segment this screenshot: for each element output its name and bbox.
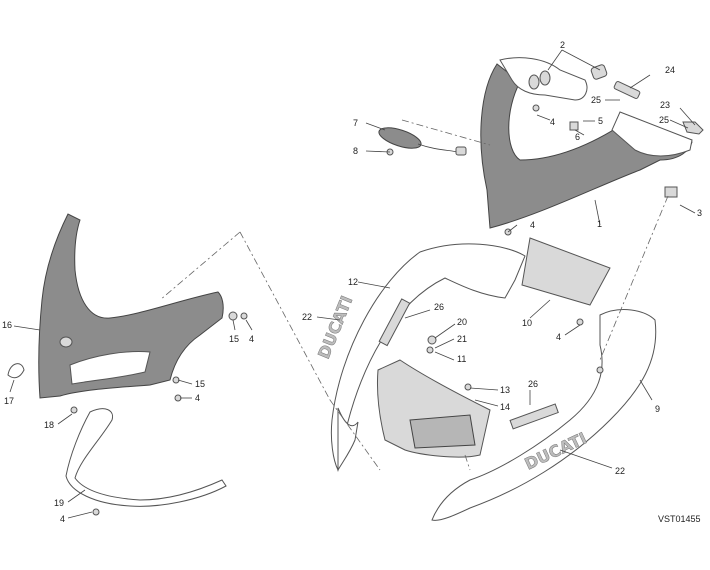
callout-4-left-top: 4 xyxy=(249,334,254,344)
callout-22-right: 22 xyxy=(615,466,625,476)
callout-7: 7 xyxy=(353,118,358,128)
callout-3: 3 xyxy=(697,208,702,218)
callout-19: 19 xyxy=(54,498,64,508)
callout-15-top: 15 xyxy=(229,334,239,344)
sticker-26-right xyxy=(509,403,559,430)
callout-9: 9 xyxy=(655,404,660,414)
callout-25-top: 25 xyxy=(591,95,601,105)
assembly-lines xyxy=(159,119,669,471)
front-fairing-part-16 xyxy=(38,213,224,399)
callout-5: 5 xyxy=(598,116,603,126)
callout-17: 17 xyxy=(4,396,14,406)
callout-25-right: 25 xyxy=(659,115,669,125)
air-duct-part-14 xyxy=(377,359,491,458)
callout-14: 14 xyxy=(500,402,510,412)
callout-4-left-bottom: 4 xyxy=(195,393,200,403)
callout-8: 8 xyxy=(353,146,358,156)
sticker-26-left xyxy=(378,298,411,347)
callout-23: 23 xyxy=(660,100,670,110)
callout-15-bottom: 15 xyxy=(195,379,205,389)
callout-4-mid: 4 xyxy=(530,220,535,230)
callout-6: 6 xyxy=(575,132,580,142)
callout-22-left: 22 xyxy=(302,312,312,322)
callout-2: 2 xyxy=(560,40,565,50)
mirror-cap-part-17 xyxy=(7,363,25,379)
callout-10: 10 xyxy=(522,318,532,328)
callout-4-top: 4 xyxy=(550,117,555,127)
callout-labels: 2 24 25 23 25 4 5 6 7 8 1 3 4 12 22 26 2… xyxy=(2,40,702,524)
callout-13: 13 xyxy=(500,385,510,395)
callout-4-right: 4 xyxy=(556,332,561,342)
turn-indicator-part-7 xyxy=(378,127,467,156)
inner-panel-part-10 xyxy=(521,237,611,306)
callout-20: 20 xyxy=(457,317,467,327)
callout-11: 11 xyxy=(457,354,466,364)
callout-12: 12 xyxy=(348,277,358,287)
callout-21: 21 xyxy=(457,334,467,344)
front-fairing-part-1 xyxy=(480,57,693,229)
callout-16: 16 xyxy=(2,320,12,330)
callout-26-left: 26 xyxy=(434,302,444,312)
fairing-fittings xyxy=(504,64,704,236)
callout-4-bottom: 4 xyxy=(60,514,65,524)
callout-26-right: 26 xyxy=(528,379,538,389)
lower-cover-part-19 xyxy=(65,408,227,507)
callout-24: 24 xyxy=(665,65,675,75)
drawing-code: VST01455 xyxy=(658,514,701,524)
callout-18: 18 xyxy=(44,420,54,430)
callout-1: 1 xyxy=(597,219,602,229)
leader-lines xyxy=(9,49,696,519)
